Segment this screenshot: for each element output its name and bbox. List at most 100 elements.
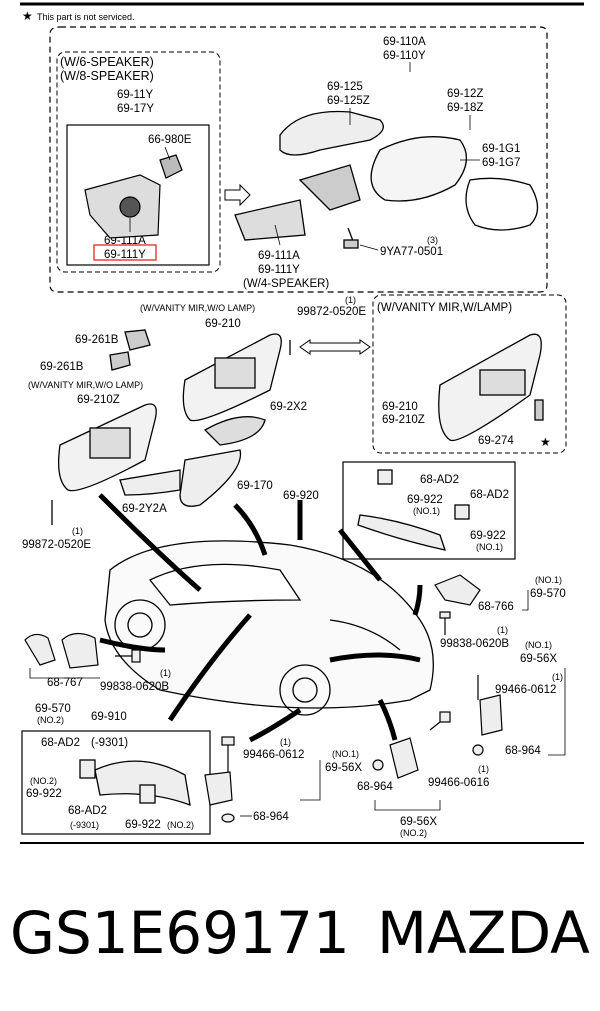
label-69-110A: 69-110A: [383, 36, 426, 48]
label-qty-1-top: (1): [345, 295, 356, 305]
label-68-964-bottom: 68-964: [357, 781, 393, 793]
label-69-17Y: 69-17Y: [117, 103, 154, 115]
label-66-980E: 66-980E: [148, 134, 192, 146]
label-69-261B-b: 69-261B: [40, 361, 84, 373]
label-no1-d: (NO.1): [525, 640, 552, 650]
label-69-570-right: 69-570: [530, 588, 566, 600]
label-69-922-b: 69-922: [470, 530, 506, 542]
label-69-570-left: 69-570: [35, 703, 71, 715]
label-68-AD2-a: 68-AD2: [420, 474, 459, 486]
label-qty-1-r: (1): [497, 625, 508, 635]
label-69-910: 69-910: [91, 711, 127, 723]
sun-visor-drawing: [51, 329, 291, 525]
label-69-922-d: 69-922: [125, 819, 161, 831]
label-9YA77-0501: 9YA77-0501: [380, 246, 443, 258]
label-69-210Z: 69-210Z: [77, 394, 120, 406]
label-99838-0620B-left: 99838-0620B: [100, 681, 169, 693]
map-light-drawing: [79, 759, 191, 807]
speaker-housing-drawing: [84, 154, 183, 239]
label-qty-1-l: (1): [160, 668, 171, 678]
label-69-922-c: 69-922: [26, 788, 62, 800]
mid-bracket-drawing: [204, 736, 235, 823]
label-69-274: 69-274: [478, 435, 514, 447]
label-69-210Z-right: 69-210Z: [382, 414, 425, 426]
label-68-767: 68-767: [47, 677, 83, 689]
left-parts-drawing: [24, 632, 141, 669]
grip-handle-drawing: [357, 469, 470, 551]
label-69-110Y: 69-110Y: [383, 50, 426, 62]
label-qty-1-bot: (1): [72, 526, 83, 536]
vanity-lamp-group-outline: [372, 294, 567, 454]
bottom-right-drawing: [372, 711, 451, 779]
label-no1-m: (NO.1): [332, 749, 359, 759]
label-no2-d: (NO.2): [167, 820, 194, 830]
label-68-AD2-c: 68-AD2: [41, 737, 80, 749]
label-69-125: 69-125: [327, 81, 363, 93]
right-parts-drawing: [434, 574, 503, 756]
label-99872-0520E-bot: 99872-0520E: [22, 539, 91, 551]
label-68-AD2-b: 68-AD2: [470, 489, 509, 501]
label-no2-c: (NO.2): [30, 776, 57, 786]
double-arrow-icon: [299, 339, 371, 355]
label-69-125Z: 69-125Z: [327, 95, 370, 107]
grip-group-box: [342, 461, 516, 560]
label-69-11Y: 69-11Y: [117, 89, 154, 101]
group-vanity-wo-lamp-b: (W/VANITY MIR,W/O LAMP): [28, 380, 143, 390]
lamp-visor-drawing: [438, 333, 544, 442]
label-69-56X-mid: 69-56X: [325, 762, 362, 774]
label-qty-3: (3): [427, 235, 438, 245]
notice-text: This part is not serviced.: [37, 12, 135, 22]
label-69-922-a: 69-922: [407, 494, 443, 506]
group-6-speaker: (W/6-SPEAKER): [60, 55, 154, 69]
callout-lines: [98, 493, 423, 743]
part-number: GS1E69171: [10, 899, 350, 967]
leader-lines-mid: [240, 760, 321, 817]
label-99838-0620B-right: 99838-0620B: [440, 638, 509, 650]
leader-bottom: [374, 800, 441, 811]
star-icon: ★: [540, 435, 551, 449]
leader-lines-right: [522, 590, 566, 756]
label-68-AD2-d: 68-AD2: [68, 805, 107, 817]
label-qty-1-r2: (1): [552, 672, 563, 682]
label-99466-0616: 99466-0616: [428, 777, 489, 789]
leader-lines-s1: [129, 62, 480, 251]
label-99466-0612-mid: 99466-0612: [243, 749, 304, 761]
label-no1-a: (NO.1): [413, 506, 440, 516]
brand-name: MAZDA: [377, 899, 590, 967]
label-68-964-right: 68-964: [505, 745, 541, 757]
label-69-2X2: 69-2X2: [270, 401, 307, 413]
label-no1-c: (NO.1): [535, 575, 562, 585]
label-99466-0612-right: 99466-0612: [495, 684, 556, 696]
label-69-210: 69-210: [205, 318, 241, 330]
label-69-56X-bottom: 69-56X: [400, 816, 437, 828]
group-8-speaker: (W/8-SPEAKER): [60, 69, 154, 83]
group-vanity-w-lamp: (W/VANITY MIR,W/LAMP): [377, 302, 512, 314]
notice: ★ This part is not serviced.: [22, 9, 135, 23]
star-icon: ★: [22, 9, 33, 23]
label-69-920: 69-920: [283, 490, 319, 502]
label-69-1G7: 69-1G7: [482, 157, 520, 169]
speaker-group-outline: [56, 51, 221, 273]
label-no2-left: (NO.2): [37, 715, 64, 725]
label-69-12Z: 69-12Z: [447, 88, 483, 100]
label-minus-9301-a: (-9301): [91, 737, 128, 749]
label-minus-9301-b: (-9301): [70, 820, 99, 830]
label-no2-bottom: (NO.2): [400, 828, 427, 838]
label-69-170: 69-170: [237, 480, 273, 492]
vehicle-drawing: [104, 540, 434, 716]
label-69-210-right: 69-210: [382, 401, 418, 413]
group-4-speaker: (W/4-SPEAKER): [243, 278, 329, 290]
label-99872-0520E-top: 99872-0520E: [297, 306, 366, 318]
door-mirror-drawing: [234, 110, 539, 249]
label-no1-b: (NO.1): [476, 542, 503, 552]
label-qty-1-b: (1): [478, 764, 489, 774]
label-68-964-mid: 68-964: [253, 811, 289, 823]
label-69-261B-a: 69-261B: [75, 334, 119, 346]
speaker-inner-box: [66, 124, 210, 266]
label-68-766: 68-766: [478, 601, 514, 613]
highlight-box: [93, 244, 157, 261]
label-69-1G1: 69-1G1: [482, 143, 520, 155]
label-qty-1-m: (1): [280, 737, 291, 747]
label-69-111Y: 69-111Y: [258, 264, 300, 276]
